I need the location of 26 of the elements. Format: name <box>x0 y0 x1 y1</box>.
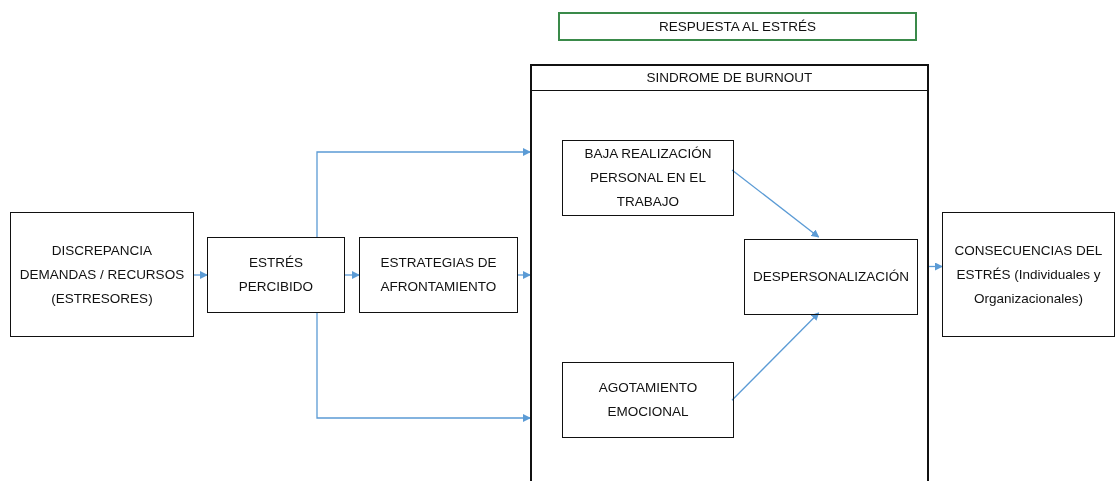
process-box <box>10 212 194 337</box>
arrow <box>193 271 208 279</box>
box-label: AGOTAMIENTO EMOCIONAL <box>597 379 699 421</box>
box-label: DISCREPANCIA DEMANDAS / RECURSOS (ESTRESORES) <box>18 241 186 308</box>
box-label: BAJA REALIZACIÓN PERSONAL EN EL TRABAJO <box>583 145 713 211</box>
process-box <box>942 212 1115 337</box>
process-box <box>744 239 918 315</box>
process-box <box>558 12 917 41</box>
frame-header: SINDROME DE BURNOUT <box>532 66 927 91</box>
box-label: ESTRATEGIAS DE AFRONTAMIENTO <box>379 254 498 296</box>
process-box <box>359 237 518 313</box>
arrow <box>731 312 820 401</box>
box-label: CONSECUENCIAS DEL ESTRÉS (Individuales y Organizacionales) <box>953 241 1104 308</box>
box-label: RESPUESTA AL ESTRÉS <box>659 17 816 36</box>
group-frame <box>530 64 929 481</box>
arrow <box>344 271 360 279</box>
process-box <box>207 237 345 313</box>
arrow <box>517 271 531 279</box>
process-box <box>562 140 734 216</box>
arrow <box>928 262 943 271</box>
arrow <box>316 148 531 238</box>
arrow <box>316 312 531 422</box>
arrow <box>731 169 820 238</box>
process-box <box>562 362 734 438</box>
box-label: ESTRÉS PERCIBIDO <box>237 254 315 296</box>
box-label: DESPERSONALIZACIÓN <box>752 268 909 286</box>
